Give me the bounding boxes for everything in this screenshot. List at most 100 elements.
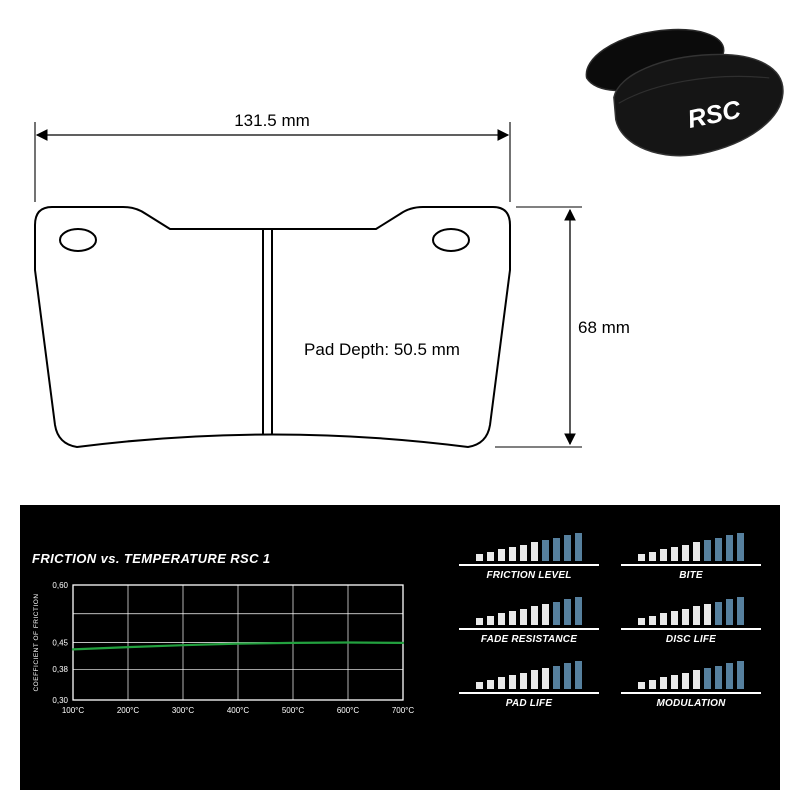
rating-bar: [564, 663, 571, 689]
rating-bar: [704, 540, 711, 561]
rating-bar: [693, 542, 700, 561]
rating-gauge: DISC LIFE: [610, 595, 772, 645]
rating-bars: [476, 531, 582, 561]
friction-line: [71, 641, 405, 651]
rating-bar: [704, 604, 711, 625]
rating-bars: [476, 595, 582, 625]
rating-gauge: PAD LIFE: [448, 659, 610, 709]
x-tick-label: 600°C: [337, 706, 360, 715]
rating-bar: [715, 665, 722, 689]
chart-title: FRICTION vs. TEMPERATURE RSC 1: [32, 551, 271, 566]
rating-bar: [693, 670, 700, 689]
rating-bars: [638, 595, 744, 625]
rating-bar: [660, 549, 667, 561]
rating-bar: [487, 551, 494, 561]
rating-bar: [737, 597, 744, 625]
rating-bars: [476, 659, 582, 689]
rating-gauge: FRICTION LEVEL: [448, 531, 610, 581]
rating-bar: [575, 597, 582, 625]
rating-label: FRICTION LEVEL: [486, 570, 572, 581]
rating-bar: [498, 613, 505, 625]
x-tick-label: 200°C: [117, 706, 140, 715]
rating-bar: [726, 599, 733, 625]
rating-bar: [498, 549, 505, 561]
backplate-block: [613, 53, 784, 157]
y-axis-title: COEFFICIENT OF FRICTION: [33, 593, 40, 691]
rating-gauge: FADE RESISTANCE: [448, 595, 610, 645]
right-mounting-hole: [432, 228, 470, 252]
rating-bar: [487, 615, 494, 625]
rating-label: FADE RESISTANCE: [480, 634, 578, 645]
rating-bar: [520, 544, 527, 561]
rating-bar: [726, 535, 733, 561]
rating-bar: [498, 677, 505, 689]
y-tick-label: 0,60: [52, 581, 68, 590]
rating-bar: [487, 679, 494, 689]
rating-bar: [649, 551, 656, 561]
height-dimension-label: 68 mm: [578, 318, 630, 337]
pad-depth-label: Pad Depth: 50.5 mm: [304, 340, 460, 359]
rating-bar: [715, 537, 722, 561]
rating-bar: [509, 611, 516, 625]
rating-bar: [638, 554, 645, 561]
rating-bars: [638, 659, 744, 689]
rating-bar: [649, 615, 656, 625]
y-tick-label: 0,38: [52, 665, 68, 674]
rating-bar: [737, 533, 744, 561]
rating-bar: [564, 599, 571, 625]
rating-bar: [704, 668, 711, 689]
rating-bar: [638, 618, 645, 625]
rating-bar: [531, 606, 538, 625]
rating-label: MODULATION: [656, 698, 726, 709]
rating-divider: [621, 628, 761, 630]
x-tick-label: 700°C: [392, 706, 415, 715]
rating-bar: [520, 672, 527, 689]
rating-bar: [575, 533, 582, 561]
rating-divider: [459, 692, 599, 694]
rating-divider: [459, 628, 599, 630]
rating-label: PAD LIFE: [505, 698, 553, 709]
rating-bar: [531, 670, 538, 689]
rating-gauge: MODULATION: [610, 659, 772, 709]
backplate-edge-highlight: [618, 75, 770, 104]
rating-bar: [715, 601, 722, 625]
rating-bar: [682, 608, 689, 625]
rating-bar: [553, 537, 560, 561]
rating-gauge: BITE: [610, 531, 772, 581]
rating-divider: [621, 564, 761, 566]
rating-bar: [649, 679, 656, 689]
x-tick-label: 500°C: [282, 706, 305, 715]
technical-drawing: 131.5 mm Pad Depth: 50.5 mm 68 mm: [34, 111, 630, 448]
rating-divider: [459, 564, 599, 566]
rating-bar: [682, 544, 689, 561]
rating-bar: [531, 542, 538, 561]
rating-bar: [476, 682, 483, 689]
rating-bar: [671, 547, 678, 561]
rating-bar: [575, 661, 582, 689]
y-tick-label: 0,30: [52, 696, 68, 705]
left-mounting-hole: [59, 228, 97, 252]
rating-bar: [553, 601, 560, 625]
x-tick-label: 100°C: [62, 706, 85, 715]
product-photo: RSC: [585, 28, 784, 157]
rating-bar: [542, 668, 549, 689]
width-dimension-label: 131.5 mm: [234, 111, 310, 130]
rating-bar: [726, 663, 733, 689]
rating-bar: [553, 665, 560, 689]
rating-bar: [542, 604, 549, 625]
x-tick-label: 400°C: [227, 706, 250, 715]
ratings-grid: FRICTION LEVEL BITE FADE RESISTANCE DISC LI…: [448, 531, 772, 709]
rating-bar: [520, 608, 527, 625]
rating-bar: [682, 672, 689, 689]
rating-label: DISC LIFE: [665, 634, 717, 645]
rating-bar: [660, 613, 667, 625]
rating-label: BITE: [679, 570, 703, 581]
rating-bar: [542, 540, 549, 561]
width-dimension: 131.5 mm: [34, 111, 511, 202]
rating-bar: [671, 675, 678, 689]
rating-bar: [476, 554, 483, 561]
rating-bar: [671, 611, 678, 625]
rating-bars: [638, 531, 744, 561]
